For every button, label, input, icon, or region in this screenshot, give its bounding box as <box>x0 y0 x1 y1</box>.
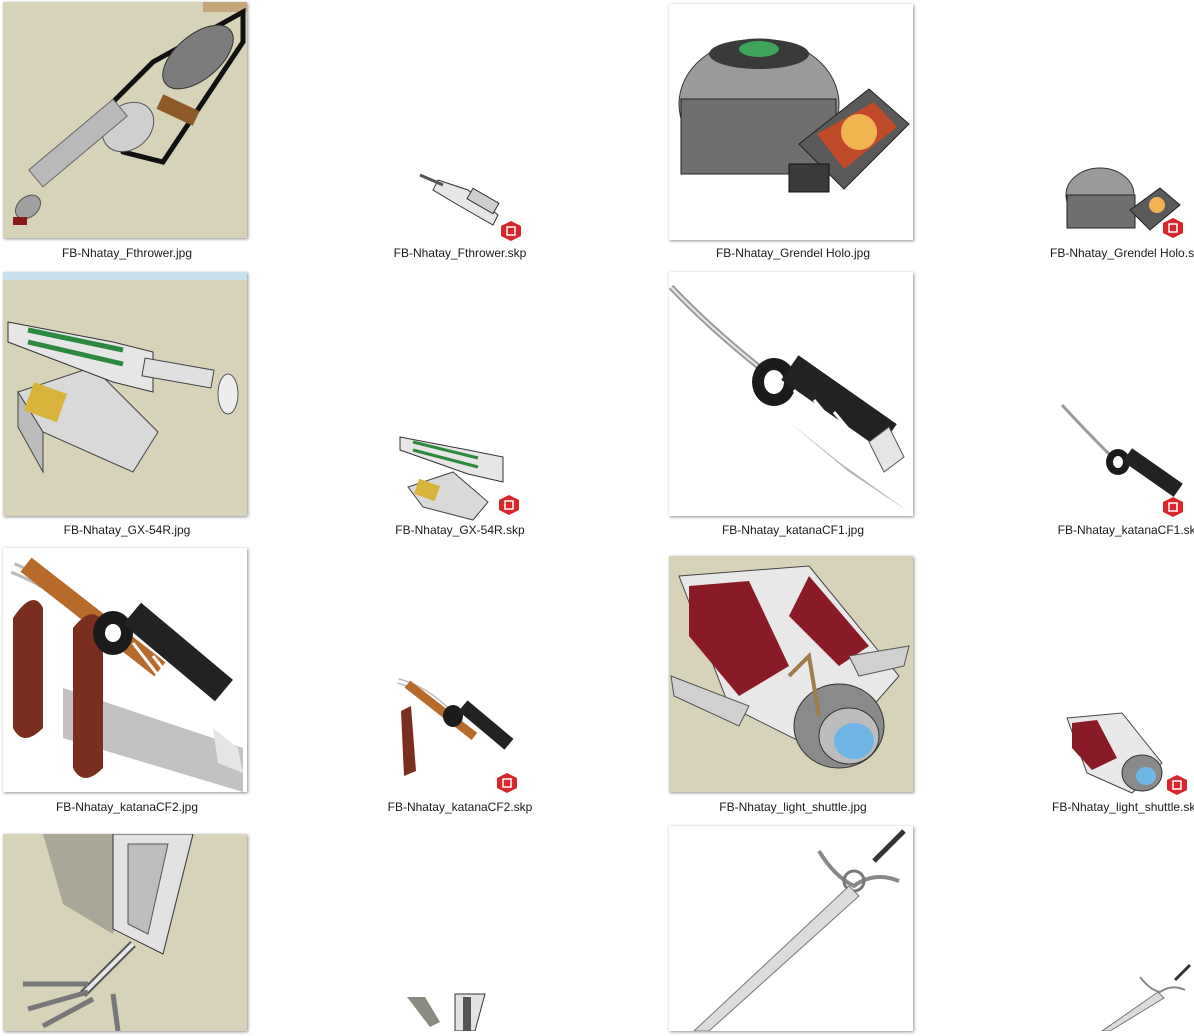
file-item-katana2-jpg[interactable]: FB-Nhatay_katanaCF2.jpg <box>0 548 260 823</box>
file-item-arm-skp[interactable] <box>330 832 590 1032</box>
thumbnail-image <box>3 834 247 1031</box>
thumbnail-image <box>418 170 528 245</box>
sword-render <box>693 829 906 1031</box>
thumbnail-image <box>3 548 247 792</box>
gx54r-render <box>3 272 247 474</box>
sketchup-file-icon <box>1166 774 1188 796</box>
sketchup-file-icon <box>500 220 522 242</box>
robotic-arm-render <box>23 834 194 1031</box>
thumbnail-image <box>405 992 495 1032</box>
file-name: FB-Nhatay_Fthrower.skp <box>393 246 527 260</box>
file-name: FB-Nhatay_katanaCF1.skp <box>1057 523 1194 537</box>
thumbnail-image <box>398 432 528 522</box>
thumbnail-image <box>3 272 247 516</box>
thumbnail-image <box>1062 708 1192 800</box>
file-name: FB-Nhatay_Grendel Holo.jpg <box>715 246 871 260</box>
katana-stand-render <box>10 557 243 792</box>
file-name: FB-Nhatay_katanaCF2.skp <box>387 800 533 814</box>
grendel-holo-render <box>678 38 910 193</box>
thumbnail-image <box>669 826 913 1031</box>
file-item-gx54r-jpg[interactable]: FB-Nhatay_GX-54R.jpg <box>0 270 260 545</box>
file-name: FB-Nhatay_katanaCF1.jpg <box>721 523 865 537</box>
file-name: FB-Nhatay_GX-54R.skp <box>395 523 525 537</box>
file-item-katana2-skp[interactable]: FB-Nhatay_katanaCF2.skp <box>330 548 590 823</box>
file-item-sword-jpg[interactable] <box>663 826 923 1031</box>
file-item-shuttle-jpg[interactable]: FB-Nhatay_light_shuttle.jpg <box>663 548 923 823</box>
file-item-fthrower-jpg[interactable]: FB-Nhatay_Fthrower.jpg <box>0 0 260 265</box>
thumbnail-image <box>669 4 913 240</box>
sketchup-file-icon <box>1162 496 1184 518</box>
file-item-arm-jpg[interactable] <box>0 832 260 1031</box>
thumbnail-image <box>3 2 247 238</box>
file-name: FB-Nhatay_light_shuttle.jpg <box>719 800 867 814</box>
sketchup-file-icon <box>498 494 520 516</box>
file-name: FB-Nhatay_Fthrower.jpg <box>61 246 193 260</box>
flamethrower-render <box>13 2 247 225</box>
thumbnail-image <box>396 676 526 800</box>
file-item-fthrower-skp[interactable]: FB-Nhatay_Fthrower.skp <box>330 0 590 265</box>
file-name: FB-Nhatay_GX-54R.jpg <box>63 523 191 537</box>
katana-render <box>669 284 909 512</box>
file-item-shuttle-skp[interactable]: FB-Nhatay_light_shuttle.sk <box>1000 548 1194 823</box>
sketchup-file-icon <box>496 772 518 794</box>
file-name: FB-Nhatay_katanaCF2.jpg <box>55 800 199 814</box>
thumbnail-image <box>669 272 913 516</box>
file-name: FB-Nhatay_light_shuttle.sk <box>1052 800 1194 814</box>
file-item-gx54r-skp[interactable]: FB-Nhatay_GX-54R.skp <box>330 270 590 545</box>
file-item-grendel-jpg[interactable]: FB-Nhatay_Grendel Holo.jpg <box>663 0 923 265</box>
thumbnail-image <box>1062 160 1192 245</box>
file-item-katana1-skp[interactable]: FB-Nhatay_katanaCF1.skp <box>1000 270 1194 545</box>
file-name: FB-Nhatay_Grendel Holo.sk <box>1050 246 1194 260</box>
file-item-katana1-jpg[interactable]: FB-Nhatay_katanaCF1.jpg <box>663 270 923 545</box>
light-shuttle-render <box>670 565 910 769</box>
thumbnail-image <box>1060 400 1194 522</box>
file-item-grendel-skp[interactable]: FB-Nhatay_Grendel Holo.sk <box>1000 0 1194 265</box>
thumbnail-image <box>669 556 913 792</box>
sketchup-file-icon <box>1162 217 1184 239</box>
thumbnail-image <box>1100 962 1194 1032</box>
file-item-sword-skp[interactable] <box>1000 832 1194 1032</box>
